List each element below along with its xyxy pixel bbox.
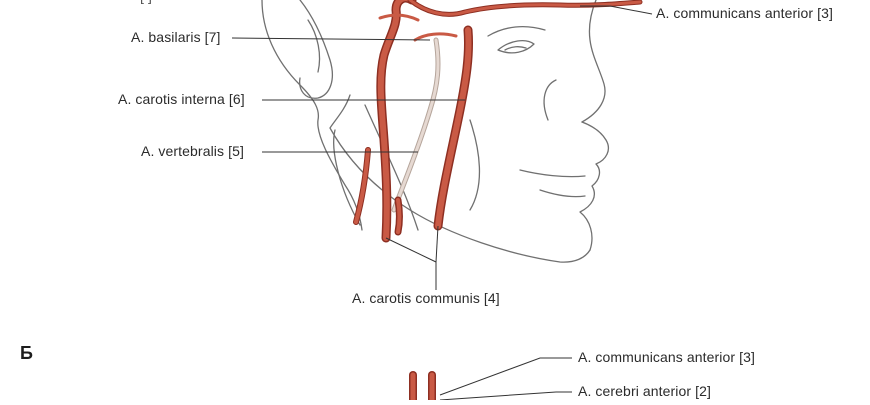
label-carotis-interna: A. carotis interna [6]	[118, 91, 245, 107]
label-vertebralis: A. vertebralis [5]	[141, 143, 244, 159]
label-basilaris: A. basilaris [7]	[131, 29, 221, 45]
arteries-panel-a	[353, 0, 643, 243]
panel-letter-b: Б	[20, 343, 33, 363]
head-outline	[261, 0, 610, 263]
leader-lines-b	[439, 357, 572, 401]
label-communicans-anterior-b: A. communicans anterior [3]	[578, 349, 755, 365]
label-communicans-anterior-top: A. communicans anterior [3]	[656, 5, 833, 21]
label-cerebri-anterior-b: A. cerebri anterior [2]	[578, 383, 712, 399]
arteries-panel-b	[409, 371, 436, 405]
label-top-partial: [ ]	[140, 0, 152, 4]
label-carotis-communis: A. carotis communis [4]	[352, 290, 500, 306]
leader-lines-a	[231, 5, 653, 290]
